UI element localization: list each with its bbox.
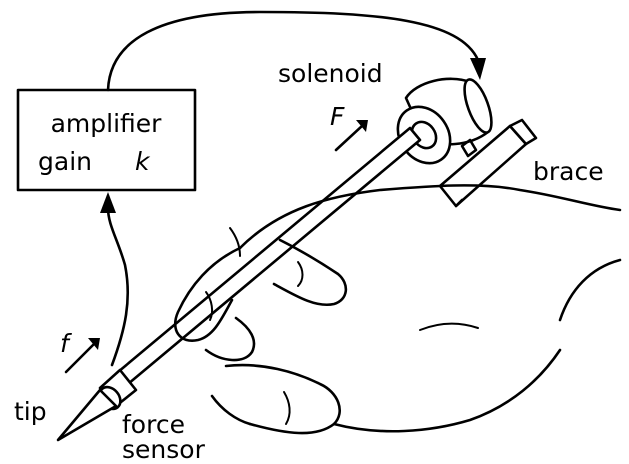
hand [175,185,620,433]
force-f-label: f [60,329,72,358]
sensor-arrowhead [100,192,116,213]
sensor-wire [100,192,128,365]
gain-label: gain [38,147,92,176]
middle-finger [206,318,254,360]
pen-tip [58,390,116,440]
palm-outline [334,350,560,431]
amplifier-label: amplifier [51,109,163,138]
ring-crease [284,392,290,424]
amplifier-box: amplifier gain k [18,90,195,190]
palm-crease [420,324,478,330]
sensor-wire-path [108,208,128,365]
pen-rod [118,128,420,384]
thumb-crease [298,262,303,286]
force-arrow-f [66,338,100,372]
tip-label: tip [14,397,47,426]
brace-label: brace [533,157,604,186]
force-F-label: F [330,102,345,131]
force-arrow-f-shaft [66,344,94,372]
little-finger [212,396,250,424]
pen-rod-shaft [118,128,420,384]
gain-symbol: k [135,147,151,176]
wrist-outline [560,260,620,320]
solenoid-label: solenoid [278,59,383,88]
pen-tip-cone [58,390,116,440]
force-sensor-label-line2: sensor [122,435,206,464]
feedback-arrowhead [470,58,486,80]
